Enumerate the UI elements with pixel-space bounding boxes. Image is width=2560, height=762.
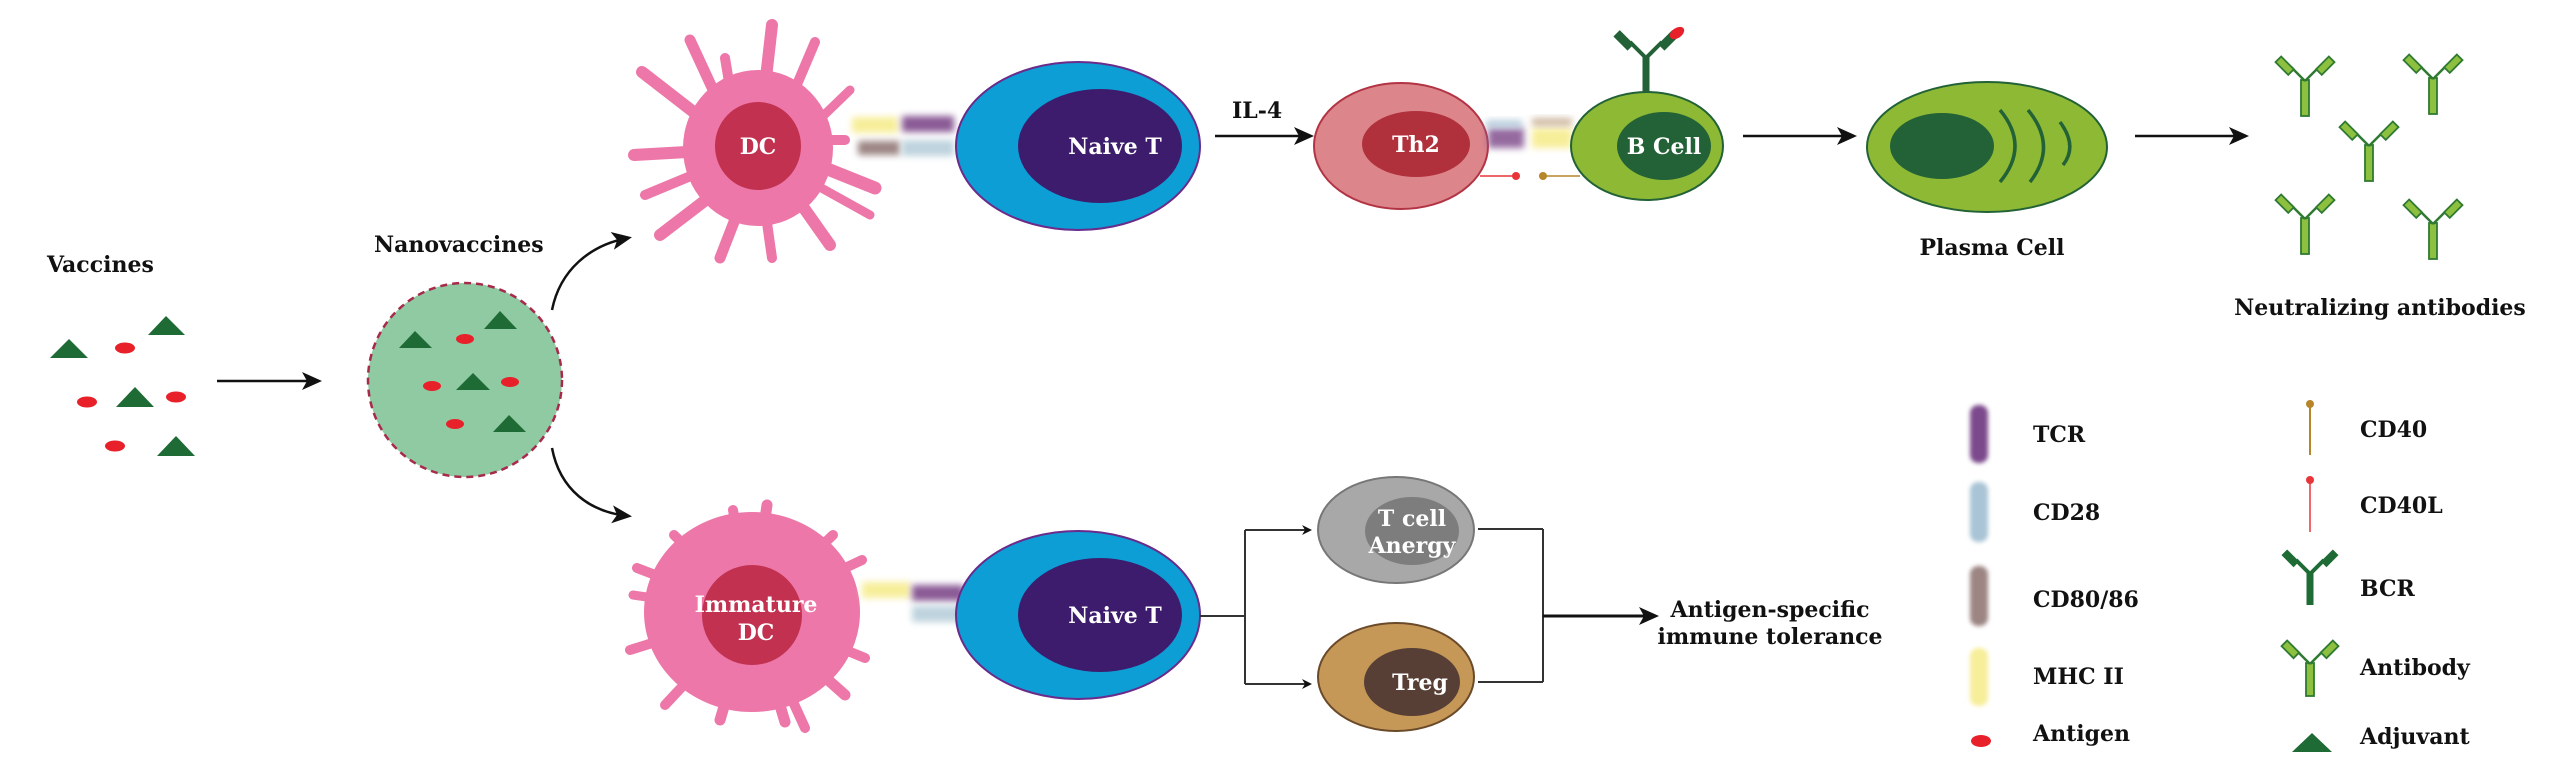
naive-t-cell-bottom: Naive T xyxy=(955,530,1201,700)
synapse-receptors-top xyxy=(852,116,954,156)
antibody-icon xyxy=(2402,53,2464,115)
dc-nucleus xyxy=(715,102,801,190)
antibody-icon xyxy=(2338,120,2400,182)
legend-label-antigen: Antigen xyxy=(2032,721,2130,747)
mhc2-receptor xyxy=(1532,128,1572,148)
adjuvant-icon xyxy=(484,311,517,329)
nanovaccine-particle xyxy=(366,281,564,479)
dc-label: DC xyxy=(740,134,777,160)
adjuvant-icon xyxy=(116,387,154,407)
legend-label-antibody: Antibody xyxy=(2359,655,2471,681)
naive-t-bottom-label: Naive T xyxy=(1068,603,1162,629)
cd80-86-receptor xyxy=(858,141,900,155)
cd80-86-receptor xyxy=(1532,118,1572,126)
vaccines-label: Vaccines xyxy=(46,252,154,278)
immature-dc-nucleus xyxy=(702,565,802,665)
antigen-icon xyxy=(115,342,135,354)
anergy-label-line1: T cell xyxy=(1378,506,1446,532)
branch-connector-right xyxy=(1478,528,1544,683)
antigen-icon xyxy=(456,334,474,344)
cd28-receptor xyxy=(912,606,964,622)
legend-right-column: CD40 CD40L BCR Antibody xyxy=(2280,400,2471,752)
tolerance-label-line2: immune tolerance xyxy=(1658,624,1883,650)
bound-antigen-icon xyxy=(1669,26,1685,40)
naive-t-cell-top: Naive T xyxy=(955,61,1201,231)
adjuvant-triangle-icon xyxy=(2292,733,2332,752)
bcr-icon xyxy=(2281,549,2339,605)
antigen-icon xyxy=(105,440,125,452)
anergy-label-line2: Anergy xyxy=(1368,533,1457,559)
legend-label-cd80-86: CD80/86 xyxy=(2033,587,2139,613)
nanovaccines-label: Nanovaccines xyxy=(374,232,544,258)
antigen-icon xyxy=(166,391,186,403)
vaccine-particles xyxy=(50,316,195,456)
antibody-icon xyxy=(2280,639,2340,697)
legend-left-column: TCR CD28 CD80/86 MHC II Antigen xyxy=(1970,405,2139,747)
mhc2-receptor xyxy=(862,582,910,598)
legend: TCR CD28 CD80/86 MHC II Antigen CD40 CD4… xyxy=(1970,400,2471,752)
cd80-86-bar-icon xyxy=(1970,566,1988,626)
immature-dendritic-cell: Immature DC xyxy=(625,499,870,733)
adjuvant-icon xyxy=(50,339,88,358)
arrow-nanovaccine-to-dc xyxy=(550,232,632,311)
cd28-bar-icon xyxy=(1970,482,1988,542)
antibodies-group xyxy=(2274,53,2464,260)
neutralizing-antibodies-label: Neutralizing antibodies xyxy=(2234,295,2526,321)
legend-label-tcr: TCR xyxy=(2033,422,2086,448)
mhc2-receptor xyxy=(852,117,898,133)
legend-label-cd28: CD28 xyxy=(2033,500,2100,526)
cd40l-ligand-tip xyxy=(1512,172,1520,180)
antibody-icon xyxy=(2274,193,2336,255)
treg-cell: Treg xyxy=(1317,622,1475,732)
naive-t-top-label: Naive T xyxy=(1068,134,1162,160)
adjuvant-icon xyxy=(399,331,432,348)
tolerance-label-line1: Antigen-specific xyxy=(1670,597,1870,623)
antibody-icon xyxy=(2402,198,2464,260)
antibody-icon xyxy=(2274,55,2336,117)
th2-label: Th2 xyxy=(1392,132,1440,158)
legend-label-adjuvant: Adjuvant xyxy=(2359,724,2470,750)
adjuvant-icon xyxy=(493,415,526,432)
b-cell-label: B Cell xyxy=(1627,134,1701,160)
cd40l-pin-icon xyxy=(2306,476,2314,532)
arrow-nanovaccine-to-immature-dc xyxy=(550,447,632,524)
adjuvant-icon xyxy=(157,436,195,456)
legend-label-cd40l: CD40L xyxy=(2360,493,2443,519)
adjuvant-icon xyxy=(148,316,185,335)
mhc2-bar-icon xyxy=(1970,648,1988,706)
adjuvant-icon xyxy=(456,373,490,390)
tcr-receptor xyxy=(912,585,964,601)
branch-connector-left xyxy=(1200,525,1312,689)
plasma-cell xyxy=(1866,81,2108,213)
antigen-icon xyxy=(77,396,97,408)
legend-label-mhc2: MHC II xyxy=(2033,664,2124,690)
antigen-icon xyxy=(501,377,519,387)
plasma-cell-label: Plasma Cell xyxy=(1920,235,2065,261)
legend-label-bcr: BCR xyxy=(2360,576,2416,602)
immature-dc-label-line1: Immature xyxy=(695,592,818,618)
cd28-receptor xyxy=(1486,120,1522,128)
il4-label: IL-4 xyxy=(1232,98,1282,124)
synapse-receptors-bottom xyxy=(862,582,964,622)
dendritic-cell: DC xyxy=(628,19,882,264)
synapse-receptors-th2-b xyxy=(1480,118,1580,180)
immature-dc-label-line2: DC xyxy=(738,620,775,646)
treg-label: Treg xyxy=(1392,670,1448,696)
tcr-bar-icon xyxy=(1970,405,1988,463)
t-cell-anergy: T cell Anergy xyxy=(1317,476,1475,584)
bcr-icon xyxy=(1613,26,1685,93)
antigen-icon xyxy=(423,381,441,391)
th2-cell: Th2 xyxy=(1313,82,1489,210)
b-cell: B Cell xyxy=(1570,26,1724,201)
cd40-pin-icon xyxy=(2306,400,2314,455)
tcr-receptor xyxy=(902,116,954,132)
legend-label-cd40: CD40 xyxy=(2360,417,2427,443)
antigen-icon xyxy=(1971,735,1991,747)
tcr-receptor xyxy=(1488,128,1524,148)
cd28-receptor xyxy=(902,140,954,156)
antigen-icon xyxy=(446,419,464,429)
